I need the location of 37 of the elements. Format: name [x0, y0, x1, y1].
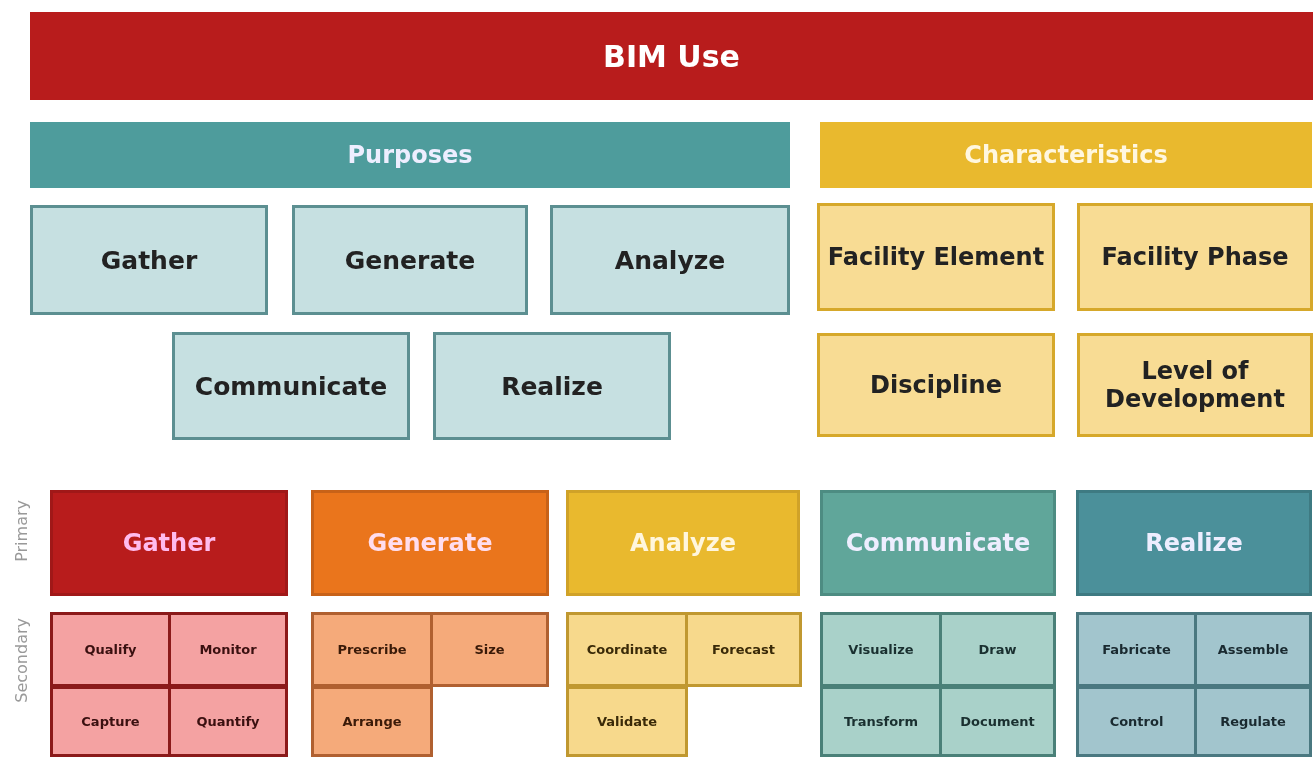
secondary-tile: Capture [50, 686, 171, 757]
secondary-tile: Transform [820, 686, 942, 757]
category-tile: Level of Development [1077, 333, 1313, 437]
secondary-tile: Forecast [685, 612, 802, 687]
primary-tile: Analyze [566, 490, 800, 596]
secondary-tile: Coordinate [566, 612, 688, 687]
secondary-tile: Draw [939, 612, 1056, 687]
secondary-tile: Validate [566, 686, 688, 757]
secondary-tile: Document [939, 686, 1056, 757]
title-bar: BIM Use [30, 12, 1313, 100]
secondary-tile: Monitor [168, 612, 288, 687]
header-bar: Characteristics [820, 122, 1312, 188]
primary-tile: Generate [311, 490, 549, 596]
category-tile: Discipline [817, 333, 1055, 437]
secondary-tile: Regulate [1194, 686, 1312, 757]
category-tile: Generate [292, 205, 528, 315]
primary-tile: Gather [50, 490, 288, 596]
category-tile: Realize [433, 332, 671, 440]
header-bar: Purposes [30, 122, 790, 188]
category-tile: Gather [30, 205, 268, 315]
category-tile: Facility Element [817, 203, 1055, 311]
secondary-tile: Prescribe [311, 612, 433, 687]
row-label: Primary [12, 500, 31, 562]
row-label: Secondary [12, 618, 31, 703]
category-tile: Communicate [172, 332, 410, 440]
secondary-tile: Assemble [1194, 612, 1312, 687]
category-tile: Facility Phase [1077, 203, 1313, 311]
secondary-tile: Qualify [50, 612, 171, 687]
secondary-tile: Quantify [168, 686, 288, 757]
secondary-tile: Size [430, 612, 549, 687]
category-tile: Analyze [550, 205, 790, 315]
primary-tile: Communicate [820, 490, 1056, 596]
secondary-tile: Fabricate [1076, 612, 1197, 687]
secondary-tile: Control [1076, 686, 1197, 757]
secondary-tile: Arrange [311, 686, 433, 757]
secondary-tile: Visualize [820, 612, 942, 687]
primary-tile: Realize [1076, 490, 1312, 596]
